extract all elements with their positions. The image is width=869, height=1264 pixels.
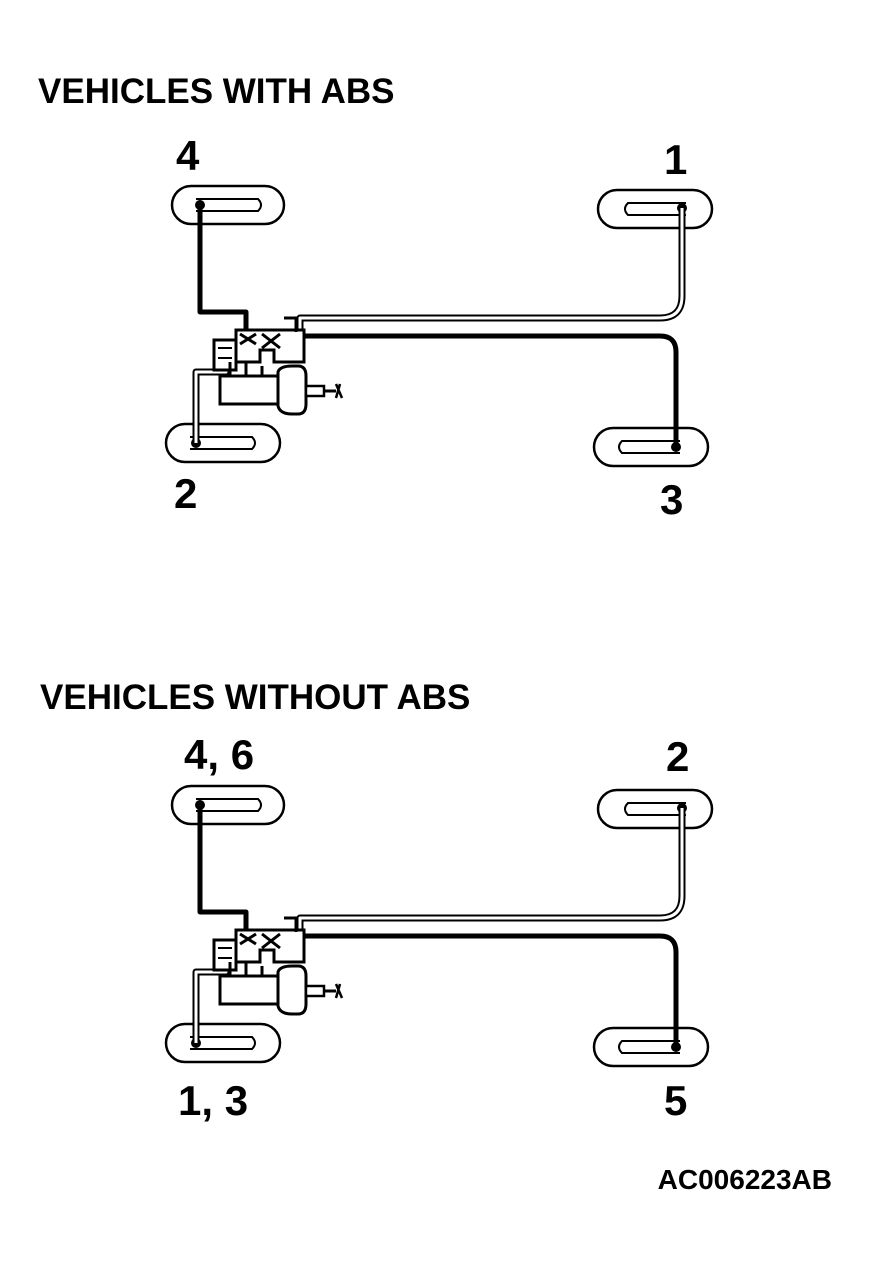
section-heading: VEHICLES WITHOUT ABS [40, 678, 470, 717]
section-with-abs: VEHICLES WITH ABS 4 1 2 3 [38, 72, 712, 523]
wheel-label-front-right: 2 [666, 733, 689, 780]
figure-reference-code: AC006223AB [658, 1164, 832, 1195]
brake-system-illustration [166, 786, 712, 1066]
section-without-abs: VEHICLES WITHOUT ABS 4, 6 2 1, 3 5 [40, 678, 712, 1124]
wheel-label-front-left: 4, 6 [184, 731, 254, 778]
wheel-label-rear-left: 1, 3 [178, 1077, 248, 1124]
wheel-label-front-right: 1 [664, 136, 687, 183]
section-heading: VEHICLES WITH ABS [38, 72, 395, 111]
brake-system-illustration [166, 186, 712, 466]
wheel-label-front-left: 4 [176, 132, 200, 179]
wheel-label-rear-right: 5 [664, 1077, 687, 1124]
wheel-label-rear-left: 2 [174, 470, 197, 517]
wheel-label-rear-right: 3 [660, 476, 683, 523]
